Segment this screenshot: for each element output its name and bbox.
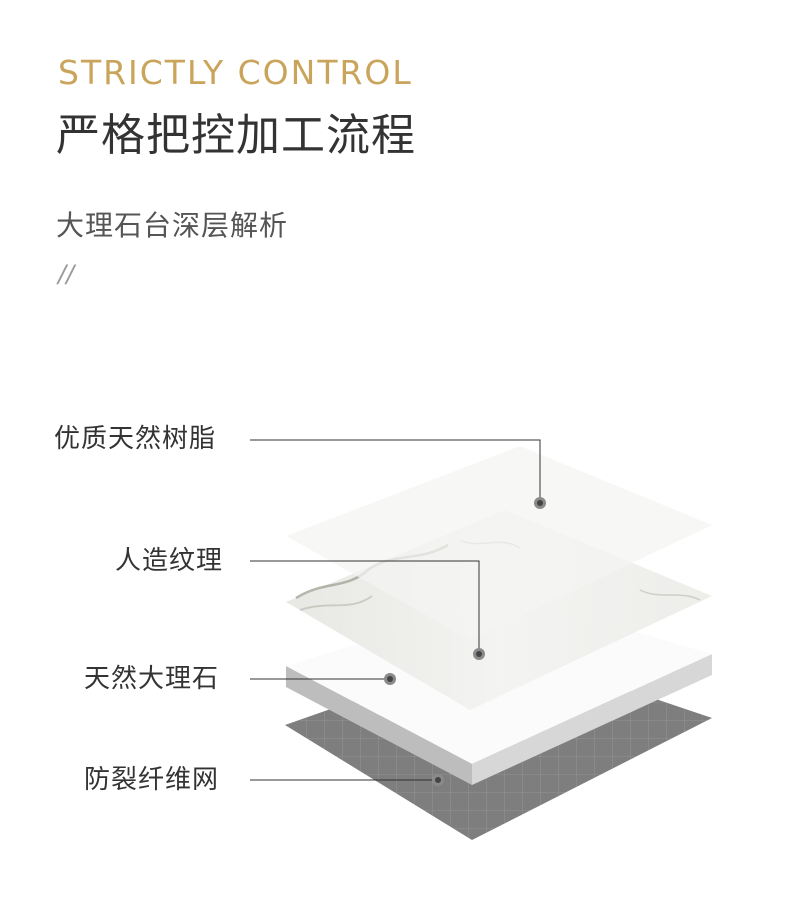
leader-lines xyxy=(250,439,541,781)
slash-divider: // xyxy=(58,260,75,288)
resin-layer xyxy=(286,446,712,640)
label-marble: 天然大理石 xyxy=(84,664,220,694)
label-mesh: 防裂纤维网 xyxy=(84,765,220,795)
page-title: 严格把控加工流程 xyxy=(56,110,416,161)
eyebrow-heading: STRICTLY CONTROL xyxy=(58,53,413,92)
label-resin: 优质天然树脂 xyxy=(54,424,217,454)
leader-dots xyxy=(384,497,546,786)
label-texture: 人造纹理 xyxy=(115,546,224,576)
page-subtitle: 大理石台深层解析 xyxy=(56,209,289,242)
